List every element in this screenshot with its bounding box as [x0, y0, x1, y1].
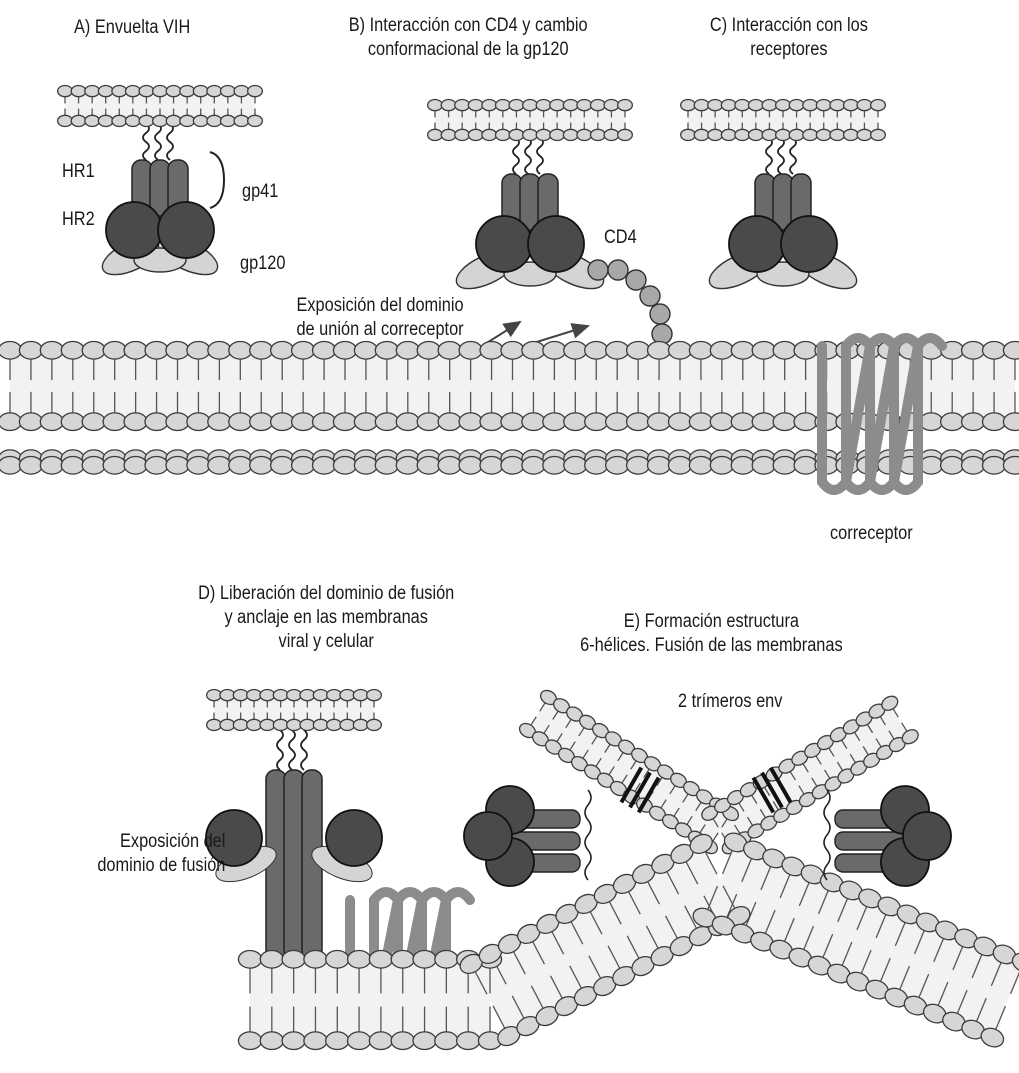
panel-c-envelope-viral-membrane: [681, 100, 886, 141]
panel-a-envelope-viral-membrane: [58, 86, 263, 127]
cd4-label: CD4: [604, 226, 637, 250]
gp41-label: gp41: [242, 180, 278, 204]
panel-c-title: C) Interacción con los receptores: [690, 14, 888, 62]
panel-b-title: B) Interacción con CD4 y cambio conforma…: [322, 14, 614, 62]
fusion-domain-exposure-label: Exposición del dominio de fusión: [62, 830, 225, 878]
coreceptor-label: correceptor: [830, 522, 913, 546]
gp41-bracket: [210, 152, 224, 208]
hr2-label: HR2: [62, 208, 95, 232]
gp120-label: gp120: [240, 252, 285, 276]
panel-b-envelope-viral-membrane: [428, 100, 633, 141]
coreceptor-binding-exposure-label: Exposición del dominio de unión al corre…: [240, 294, 464, 342]
trimers-label: 2 trímeros env: [678, 690, 782, 714]
panel-e-title: E) Formación estructura 6-hélices. Fusió…: [548, 610, 875, 658]
panel-a-title: A) Envuelta VIH: [74, 16, 229, 40]
panel-d-title: D) Liberación del dominio de fusión y an…: [180, 582, 472, 654]
panel-d-viral-membrane: [207, 690, 382, 731]
hr1-label: HR1: [62, 160, 95, 184]
